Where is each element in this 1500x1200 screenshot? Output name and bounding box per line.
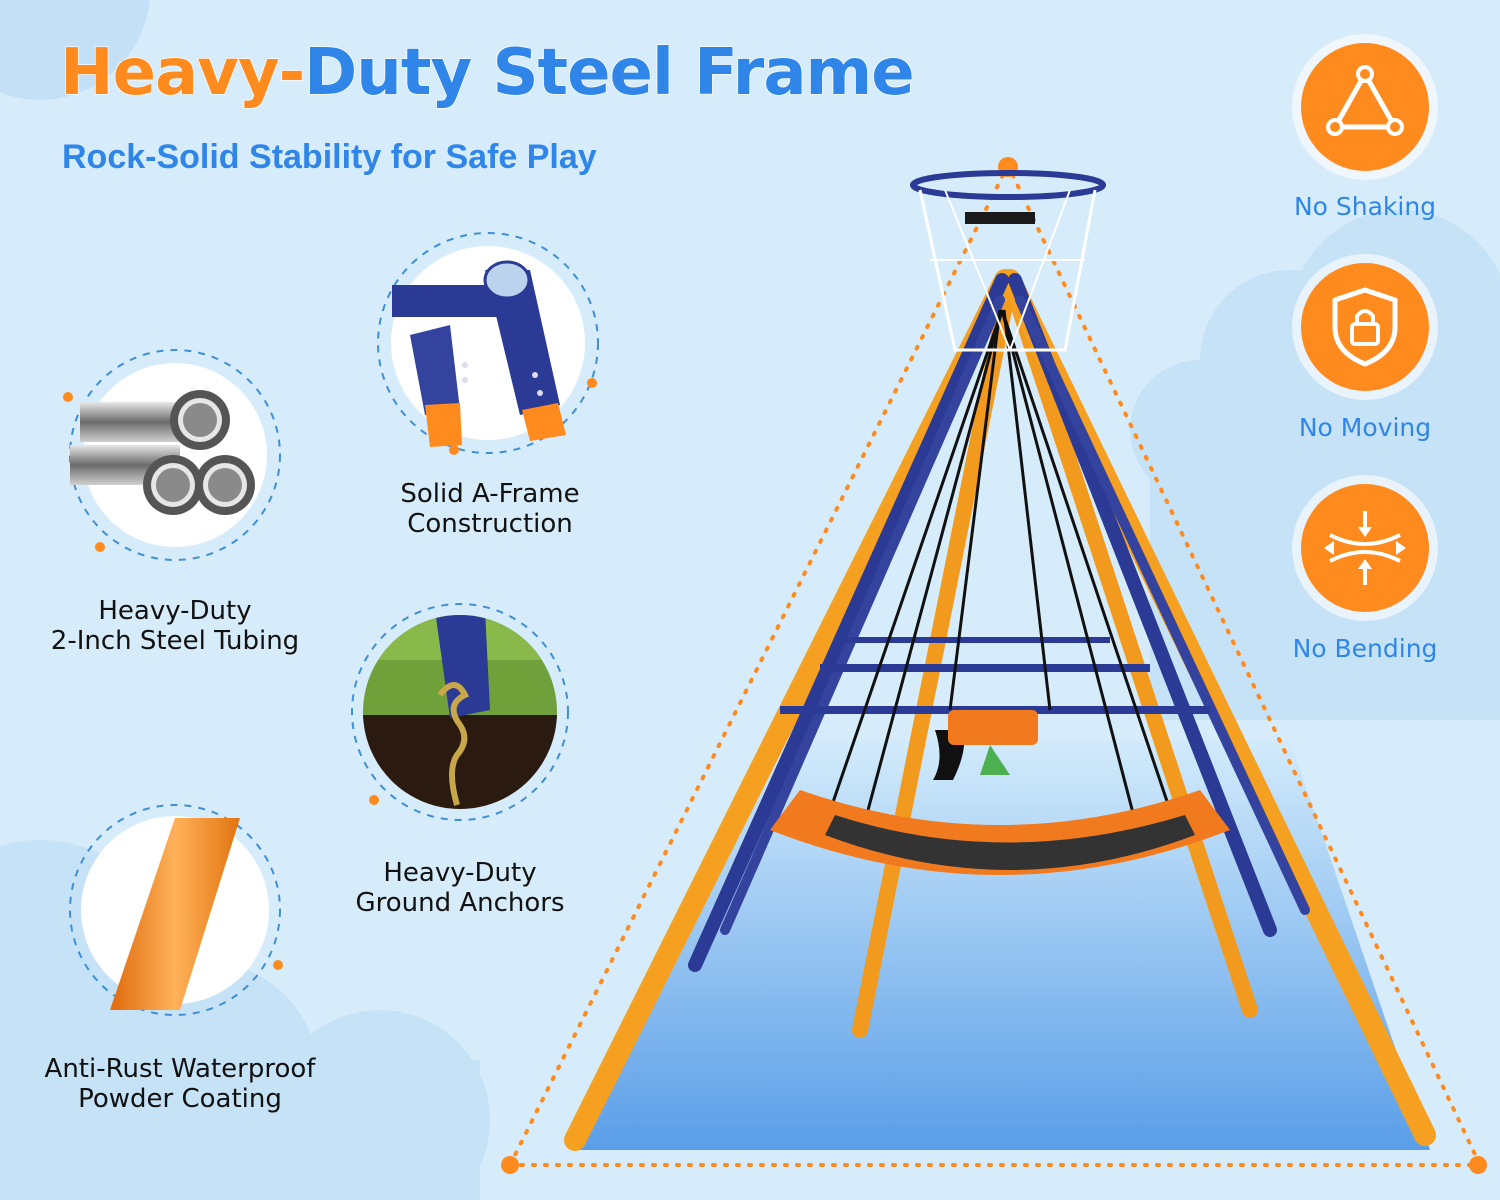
compress-arrows-icon bbox=[1292, 475, 1438, 621]
feature-line: Construction bbox=[407, 509, 573, 539]
badge-no-moving: No Moving bbox=[1298, 413, 1432, 442]
ground-shadow bbox=[570, 740, 1430, 1150]
page-subtitle: Rock-Solid Stability for Safe Play bbox=[62, 138, 597, 176]
feature-line: 2-Inch Steel Tubing bbox=[50, 626, 300, 656]
coated-tube-image bbox=[69, 804, 283, 1016]
title-orange-part: Heavy- bbox=[59, 35, 306, 111]
ground-anchor-image bbox=[351, 603, 569, 821]
feature-ground-anchors: Heavy-Duty Ground Anchors bbox=[310, 858, 610, 918]
feature-line: Heavy-Duty bbox=[383, 858, 537, 888]
stability-triangle-outline bbox=[508, 160, 1484, 1167]
triangle-icon bbox=[1292, 34, 1438, 180]
swing-set-illustration bbox=[501, 157, 1487, 1174]
feature-a-frame: Solid A-Frame Construction bbox=[340, 479, 640, 539]
a-frame-joint-image bbox=[377, 232, 599, 455]
page-title: Heavy-Duty Steel Frame bbox=[59, 35, 915, 111]
steel-tubing-image bbox=[63, 349, 281, 561]
feature-line: Solid A-Frame bbox=[400, 479, 580, 509]
feature-line: Ground Anchors bbox=[355, 888, 565, 918]
badge-no-shaking: No Shaking bbox=[1293, 192, 1437, 221]
feature-line: Powder Coating bbox=[78, 1084, 282, 1114]
feature-line: Heavy-Duty bbox=[98, 596, 252, 626]
title-blue-part: Duty Steel Frame bbox=[303, 35, 915, 111]
feature-steel-tubing: Heavy-Duty 2-Inch Steel Tubing bbox=[30, 596, 320, 656]
shield-lock-icon bbox=[1292, 254, 1438, 400]
feature-line: Anti-Rust Waterproof bbox=[44, 1054, 316, 1084]
badge-no-bending: No Bending bbox=[1292, 634, 1438, 663]
feature-coating: Anti-Rust Waterproof Powder Coating bbox=[20, 1054, 340, 1114]
